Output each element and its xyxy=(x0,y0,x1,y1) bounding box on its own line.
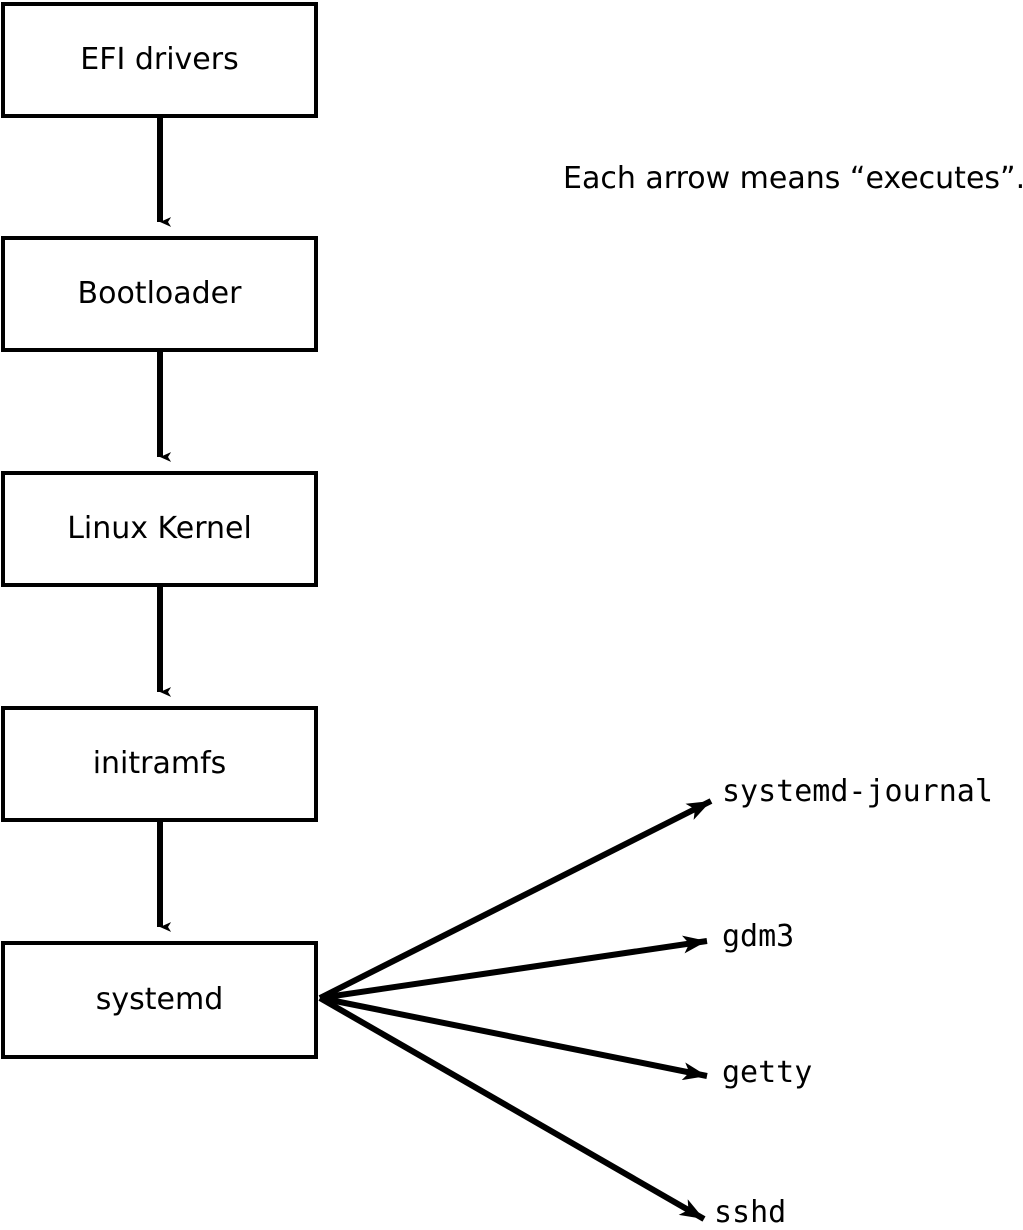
stage-label-initramfs: initramfs xyxy=(92,746,227,781)
stage-label-bootloader: Bootloader xyxy=(77,276,242,311)
service-label-systemd-journal[interactable]: systemd-journal xyxy=(722,774,993,809)
stage-box-bootloader[interactable]: Bootloader xyxy=(1,236,318,352)
stage-box-initramfs[interactable]: initramfs xyxy=(1,706,318,822)
legend-note: Each arrow means “executes”. xyxy=(563,161,1023,196)
stage-label-systemd: systemd xyxy=(95,982,224,1017)
service-label-sshd[interactable]: sshd xyxy=(714,1195,787,1230)
edge-systemd-to-getty xyxy=(319,995,708,1081)
stage-box-linux-kernel[interactable]: Linux Kernel xyxy=(1,471,318,587)
stage-label-efi-drivers: EFI drivers xyxy=(80,42,239,77)
service-label-getty[interactable]: getty xyxy=(722,1055,813,1090)
edge-systemd-to-gdm3 xyxy=(319,935,708,1001)
stage-label-linux-kernel: Linux Kernel xyxy=(67,511,252,546)
stage-box-efi-drivers[interactable]: EFI drivers xyxy=(1,2,318,118)
service-label-gdm3[interactable]: gdm3 xyxy=(722,919,795,954)
edge-systemd-to-systemd-journal xyxy=(318,798,713,1001)
stage-box-systemd[interactable]: systemd xyxy=(1,941,318,1059)
edge-systemd-to-sshd xyxy=(318,995,706,1222)
